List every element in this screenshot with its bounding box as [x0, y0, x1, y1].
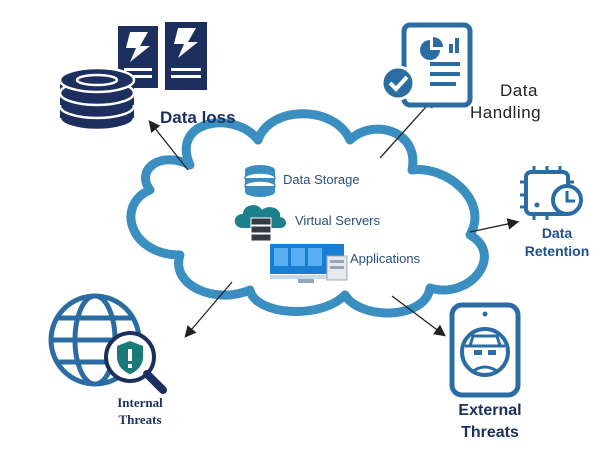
internal-threats-line1: Internal: [117, 395, 163, 410]
database-icon: [244, 165, 276, 197]
data-loss-label: Data loss: [160, 108, 236, 127]
devices-icon: [270, 244, 348, 283]
arrow-to-internal-threats: [184, 281, 233, 338]
cloud-shape: [126, 109, 489, 318]
data-handling-label: Data Handling: [470, 80, 541, 124]
cloud-server-icon: [234, 205, 286, 242]
external-threats-line2: Threats: [461, 424, 519, 441]
data-retention-label: Data Retention: [515, 224, 599, 260]
arrow-to-data-retention: [469, 218, 520, 233]
external-threats-label: External Threats: [447, 400, 533, 444]
data-retention-line1: Data: [541, 225, 573, 241]
arrow-to-external-threats: [391, 295, 446, 337]
report-document-icon: [380, 22, 473, 108]
arrows: [148, 96, 520, 338]
cloud-item-data-storage-label: Data Storage: [283, 172, 360, 187]
internal-threats-label: Internal Threats: [104, 394, 176, 428]
external-threats-line1: External: [458, 402, 522, 419]
globe-shield-icon: [48, 293, 167, 394]
cloud-item-applications-label: Applications: [350, 251, 421, 266]
cloud-item-virtual-servers-label: Virtual Servers: [295, 213, 381, 228]
data-handling-line1: Data: [500, 81, 538, 100]
data-retention-line2: Retention: [524, 243, 590, 259]
internal-threats-line2: Threats: [118, 412, 162, 427]
phone-hacker-icon: [449, 302, 521, 398]
arrow-to-data-loss: [148, 120, 189, 171]
database-documents-icon: [58, 22, 207, 132]
data-handling-line2: Handling: [470, 103, 542, 122]
arrow-to-data-handling: [379, 96, 436, 159]
chip-clock-icon: [520, 166, 583, 220]
